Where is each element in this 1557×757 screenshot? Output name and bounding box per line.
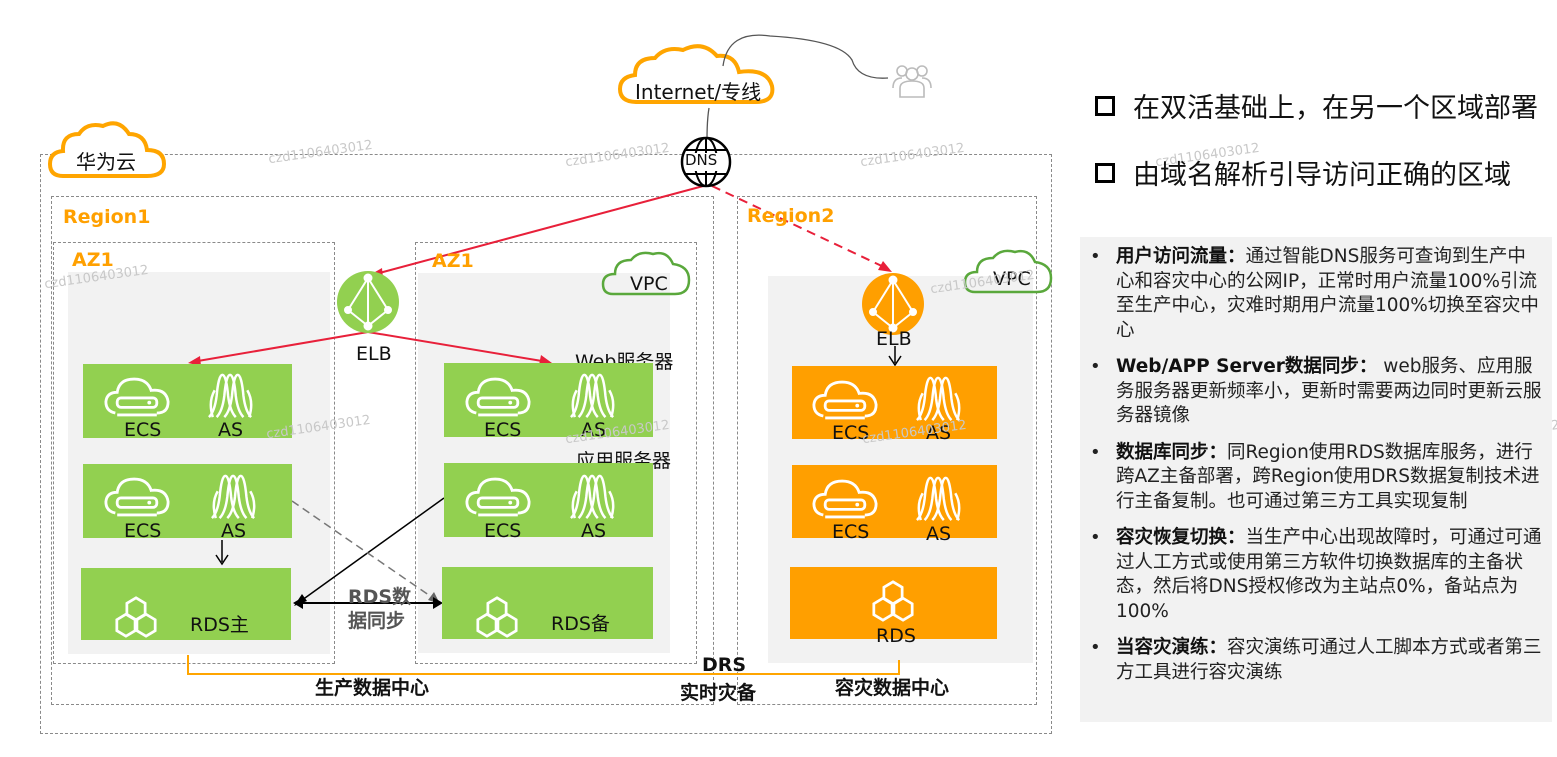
as-icon	[569, 474, 617, 520]
rds-sync-label-2: 据同步	[348, 610, 406, 632]
summary-point: 在双活基础上，在另一个区域部署	[1095, 86, 1538, 125]
ecs-label: ECS	[124, 419, 162, 441]
elb-label-region1: ELB	[356, 343, 392, 365]
ecs-icon	[465, 375, 531, 419]
drs-realtime-label: 实时灾备	[680, 682, 757, 704]
rds-icon	[869, 580, 917, 622]
az1-left-boundary	[53, 242, 335, 664]
elb-icon-region2	[862, 273, 924, 335]
as-icon	[207, 373, 255, 419]
region1-boundary	[51, 196, 714, 705]
detail-text: web服务、应用服务服务器更新频率小，更新时需要两边同时更新云服务器镜像	[1116, 356, 1542, 426]
as-icon	[210, 474, 258, 520]
detail-title: 容灾恢复切换：	[1116, 527, 1246, 548]
region1-title: Region1	[63, 206, 151, 228]
connection-lines	[187, 34, 902, 675]
vpc-cloud-icon-region2	[963, 249, 1053, 294]
ecs-icon	[812, 477, 878, 521]
huawei-cloud-icon	[47, 121, 167, 178]
detail-title: 当容灾演练：	[1116, 637, 1228, 658]
detail-title: 用户访问流量：	[1116, 246, 1246, 267]
rds-sync-label: RDS数	[348, 586, 412, 608]
checkbox-square-icon	[1095, 162, 1115, 183]
dns-globe-icon	[680, 136, 732, 188]
ecs-label: ECS	[832, 422, 870, 444]
elb-label-region2: ELB	[876, 328, 912, 350]
huawei-cloud-boundary	[40, 154, 1052, 734]
internet-label: Internet/专线	[635, 80, 762, 104]
detail-item: 数据库同步：同Region使用RDS数据库服务，进行跨AZ主备部署，跨Regio…	[1090, 441, 1542, 515]
az1-left-title: AZ1	[72, 249, 114, 271]
detail-title: Web/APP Server数据同步：	[1116, 356, 1378, 377]
ecs-label: ECS	[484, 419, 522, 441]
detail-item: 用户访问流量：通过智能DNS服务可查询到生产中心和容灾中心的公网IP，正常时用户…	[1090, 245, 1542, 343]
rds-icon	[473, 596, 521, 638]
detail-text: 同Region使用RDS数据库服务，进行跨AZ主备部署，跨Region使用DRS…	[1116, 441, 1540, 512]
ecs-label: ECS	[124, 520, 162, 542]
detail-text: 容灾演练可通过人工脚本方式或者第三方工具进行容灾演练	[1116, 637, 1542, 683]
rds-primary-label: RDS主	[190, 614, 249, 636]
internet-cloud-icon	[617, 44, 775, 104]
summary-point-text: 由域名解析引导访问正确的区域	[1133, 160, 1511, 191]
detail-item: 容灾恢复切换：当生产中心出现故障时，可通过可通过人工方式或使用第三方软件切换数据…	[1090, 526, 1542, 624]
as-label: AS	[926, 422, 952, 444]
dr-dc-label: 容灾数据中心	[835, 677, 950, 699]
vpc-cloud-icon-region1	[601, 251, 691, 296]
as-icon	[915, 376, 963, 422]
ecs-label: ECS	[484, 520, 522, 542]
rds-standby-label: RDS备	[551, 613, 610, 635]
rds-label-region2: RDS	[876, 625, 916, 647]
details-panel: 用户访问流量：通过智能DNS服务可查询到生产中心和容灾中心的公网IP，正常时用户…	[1080, 237, 1552, 722]
as-label: AS	[221, 520, 247, 542]
users-icon	[892, 65, 932, 98]
as-icon	[569, 373, 617, 419]
detail-item: Web/APP Server数据同步： web服务、应用服务服务器更新频率小，更…	[1090, 355, 1542, 429]
huawei-cloud-label: 华为云	[76, 150, 136, 174]
region2-boundary	[737, 196, 1037, 705]
detail-title: 数据库同步：	[1116, 441, 1228, 463]
as-label: AS	[581, 520, 607, 542]
vpc-label-region2: VPC	[993, 268, 1031, 290]
az1-right-title: AZ1	[432, 250, 474, 272]
drs-label: DRS	[702, 654, 747, 676]
as-label: AS	[581, 419, 607, 441]
detail-item: 当容灾演练：容灾演练可通过人工脚本方式或者第三方工具进行容灾演练	[1090, 636, 1542, 685]
dns-label: DNS	[685, 151, 718, 169]
rds-icon	[112, 596, 160, 638]
detail-text: 当生产中心出现故障时，可通过可通过人工方式或使用第三方软件切换数据库的主备状态，…	[1116, 527, 1542, 622]
vpc-label-region1: VPC	[630, 273, 668, 295]
ecs-label: ECS	[832, 521, 870, 543]
ecs-icon	[104, 375, 170, 419]
as-icon	[915, 476, 963, 522]
production-dc-label: 生产数据中心	[315, 677, 430, 699]
elb-icon-region1	[337, 271, 399, 333]
az1-right-boundary	[415, 242, 697, 664]
ecs-icon	[812, 378, 878, 422]
region2-title: Region2	[747, 205, 835, 227]
ecs-icon	[465, 475, 531, 519]
as-label: AS	[218, 419, 244, 441]
summary-point: 由域名解析引导访问正确的区域	[1095, 153, 1511, 192]
ecs-icon	[104, 475, 170, 519]
as-label: AS	[926, 523, 952, 545]
detail-text: 通过智能DNS服务可查询到生产中心和容灾中心的公网IP，正常时用户流量100%引…	[1116, 246, 1539, 341]
summary-point-text: 在双活基础上，在另一个区域部署	[1133, 93, 1538, 124]
checkbox-square-icon	[1095, 95, 1115, 116]
